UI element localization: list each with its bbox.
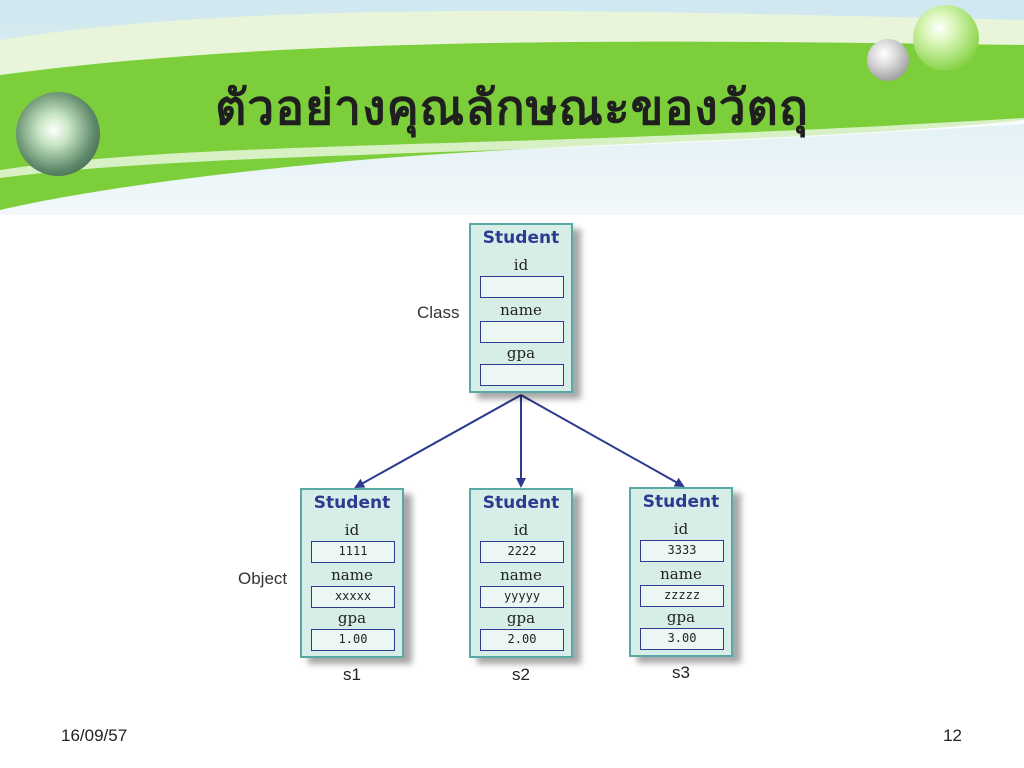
object-field-label-id: id: [344, 521, 360, 539]
class-box-student: Student id name gpa: [469, 223, 573, 393]
class-field-label-name: name: [500, 301, 542, 319]
object-field-label-gpa: gpa: [506, 609, 536, 627]
class-title: Student: [482, 228, 560, 248]
object-field-value-gpa: 2.00: [480, 629, 564, 651]
object-field-value-id: 3333: [640, 540, 724, 562]
object-field-value-name: xxxxx: [311, 586, 395, 608]
object-field-label-name: name: [500, 566, 542, 584]
object-field-value-gpa: 3.00: [640, 628, 724, 650]
object-field-value-name: yyyyy: [480, 586, 564, 608]
slide-date: 16/09/57: [61, 726, 128, 745]
class-label: Class: [417, 303, 460, 322]
slide-page-number: 12: [943, 726, 962, 745]
object-field-label-id: id: [513, 521, 529, 539]
object-field-value-gpa: 1.00: [311, 629, 395, 651]
object-field-label-gpa: gpa: [666, 608, 696, 626]
object-title: Student: [482, 493, 560, 513]
arrow-to-s3: [520, 394, 685, 487]
object-field-label-id: id: [673, 520, 689, 538]
object-name-s2: s2: [512, 665, 530, 684]
class-field-label-gpa: gpa: [506, 344, 536, 362]
object-field-label-name: name: [331, 566, 373, 584]
object-box-s1: Student id 1111 name xxxxx gpa 1.00: [300, 488, 404, 658]
arrow-to-s1: [354, 394, 522, 488]
object-box-s2: Student id 2222 name yyyyy gpa 2.00: [469, 488, 573, 658]
object-field-value-id: 1111: [311, 541, 395, 563]
class-field-box-name: [480, 321, 564, 343]
object-title: Student: [313, 493, 391, 513]
slide-title: ตัวอย่างคุณลักษณะของวัตถุ: [215, 80, 809, 136]
object-name-s3: s3: [672, 663, 690, 682]
object-field-value-id: 2222: [480, 541, 564, 563]
object-field-label-name: name: [660, 565, 702, 583]
object-box-s3: Student id 3333 name zzzzz gpa 3.00: [629, 487, 733, 657]
object-field-label-gpa: gpa: [337, 609, 367, 627]
object-name-s1: s1: [343, 665, 361, 684]
header-banner: [0, 0, 1024, 215]
object-label: Object: [238, 569, 288, 588]
class-field-box-gpa: [480, 364, 564, 386]
object-field-value-name: zzzzz: [640, 585, 724, 607]
object-title: Student: [642, 492, 720, 512]
class-field-box-id: [480, 276, 564, 298]
class-field-label-id: id: [513, 256, 529, 274]
